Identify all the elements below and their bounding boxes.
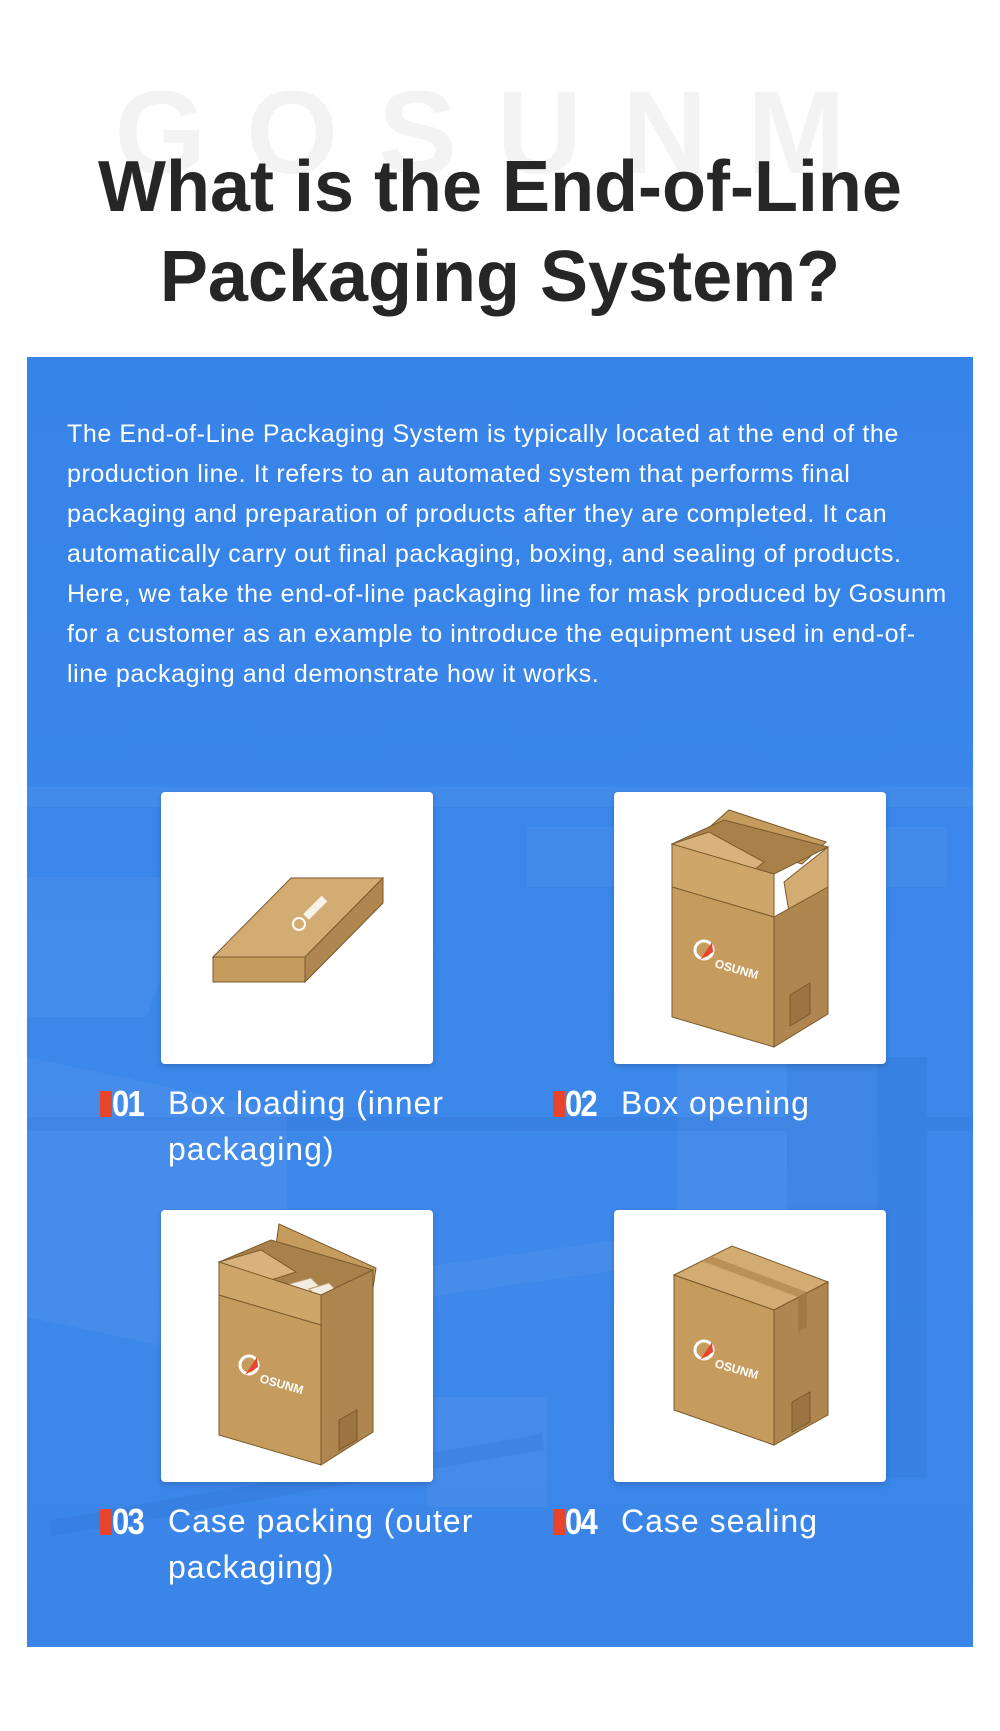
page-title-line-2: Packaging System? xyxy=(159,237,841,317)
step-04-label: Case sealing xyxy=(621,1503,818,1539)
step-number: 03 xyxy=(112,1501,145,1542)
step-number: 04 xyxy=(565,1501,598,1542)
step-02-label: Box opening xyxy=(621,1085,810,1121)
card-case-sealing: OSUNM xyxy=(614,1210,886,1482)
step-number-marker xyxy=(553,1091,565,1117)
step-02: 02 Box opening xyxy=(553,1084,951,1126)
page-title-line-1: What is the End-of-Line xyxy=(98,147,902,227)
step-01: 01 Box loading (inner packaging) xyxy=(100,1084,488,1172)
open-box-icon: OSUNM xyxy=(670,809,830,1048)
step-04-number-badge: 04 xyxy=(553,1502,609,1542)
step-04: 04 Case sealing xyxy=(553,1502,951,1544)
card-box-opening: OSUNM xyxy=(614,792,886,1064)
step-03-number-badge: 03 xyxy=(100,1502,156,1542)
brand-watermark: GOSUNM xyxy=(114,67,886,199)
step-number-marker xyxy=(100,1091,112,1117)
step-number-marker xyxy=(100,1509,112,1535)
content-panel: The End-of-Line Packaging System is typi… xyxy=(27,357,973,1647)
step-02-number-badge: 02 xyxy=(553,1084,609,1124)
step-number-marker xyxy=(553,1509,565,1535)
intro-paragraph: The End-of-Line Packaging System is typi… xyxy=(67,420,947,688)
flat-box-icon xyxy=(211,876,385,984)
packing-box-icon: OSUNM xyxy=(217,1223,377,1466)
sealed-box-icon: OSUNM xyxy=(672,1245,830,1446)
step-01-number-badge: 01 xyxy=(100,1084,156,1124)
step-03-label: Case packing (outer packaging) xyxy=(168,1503,474,1585)
card-box-loading xyxy=(161,792,433,1064)
step-01-label: Box loading (inner packaging) xyxy=(168,1085,444,1167)
step-number: 01 xyxy=(112,1083,145,1124)
step-number: 02 xyxy=(565,1083,598,1124)
page-title: What is the End-of-Line Packaging System… xyxy=(0,142,1000,322)
step-03: 03 Case packing (outer packaging) xyxy=(100,1502,488,1590)
card-case-packing: OSUNM xyxy=(161,1210,433,1482)
